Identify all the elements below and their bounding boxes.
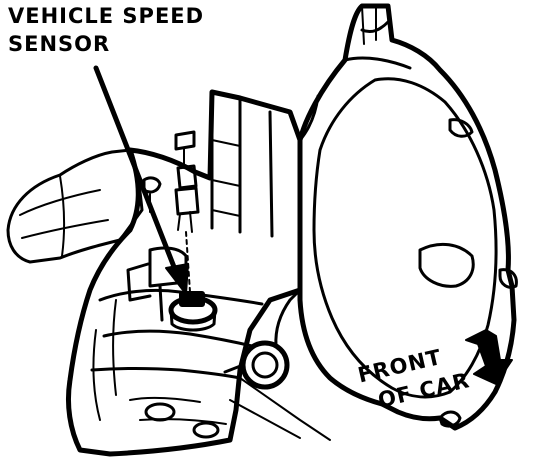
callout-line-2: SENSOR — [8, 32, 111, 56]
front-of-car-arrow — [465, 329, 513, 385]
transaxle-case — [65, 89, 331, 457]
vehicle-speed-sensor-body — [179, 291, 205, 307]
rear-housing — [6, 148, 144, 264]
vent-stud — [142, 176, 162, 213]
wiring-connector — [174, 130, 200, 293]
vehicle-speed-sensor-label: VEHICLE SPEED SENSOR — [8, 6, 204, 62]
axle-output — [223, 340, 290, 390]
callout-line-1: VEHICLE SPEED — [8, 4, 205, 28]
callout-arrow — [93, 65, 189, 295]
